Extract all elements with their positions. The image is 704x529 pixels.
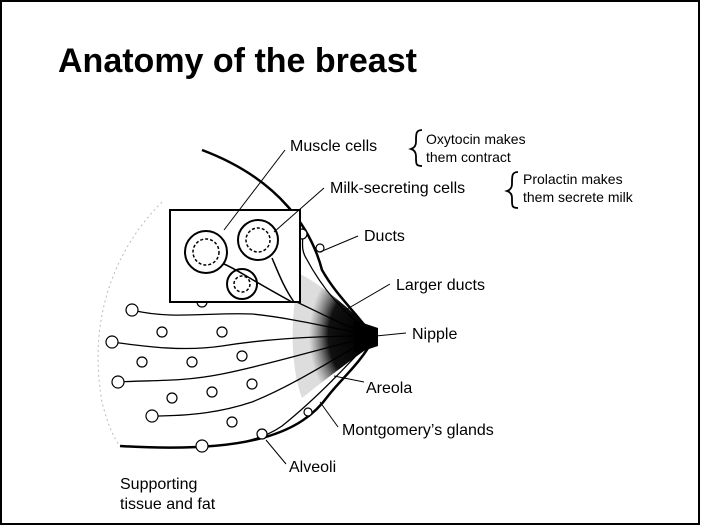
label-ducts: Ducts (364, 228, 405, 245)
brace-oxytocin (411, 130, 422, 166)
label-nipple: Nipple (412, 326, 457, 343)
label-supporting-2: tissue and fat (120, 496, 216, 513)
label-alveoli: Alveoli (289, 459, 336, 476)
label-areola: Areola (366, 380, 412, 397)
brace-prolactin (507, 172, 518, 208)
label-milk-secreting-cells: Milk-secreting cells (330, 180, 465, 197)
label-supporting-1: Supporting (120, 476, 197, 493)
label-larger-ducts: Larger ducts (396, 277, 485, 294)
note-oxytocin-2: them contract (426, 149, 511, 165)
label-muscle-cells: Muscle cells (290, 138, 377, 155)
breast-left-edge (98, 202, 162, 446)
note-prolactin-1: Prolactin makes (523, 171, 623, 187)
note-oxytocin-1: Oxytocin makes (426, 131, 526, 147)
note-prolactin-2: them secrete milk (523, 189, 634, 205)
nipple-shape (354, 320, 378, 354)
label-montgomerys-glands: Montgomery’s glands (342, 422, 494, 439)
